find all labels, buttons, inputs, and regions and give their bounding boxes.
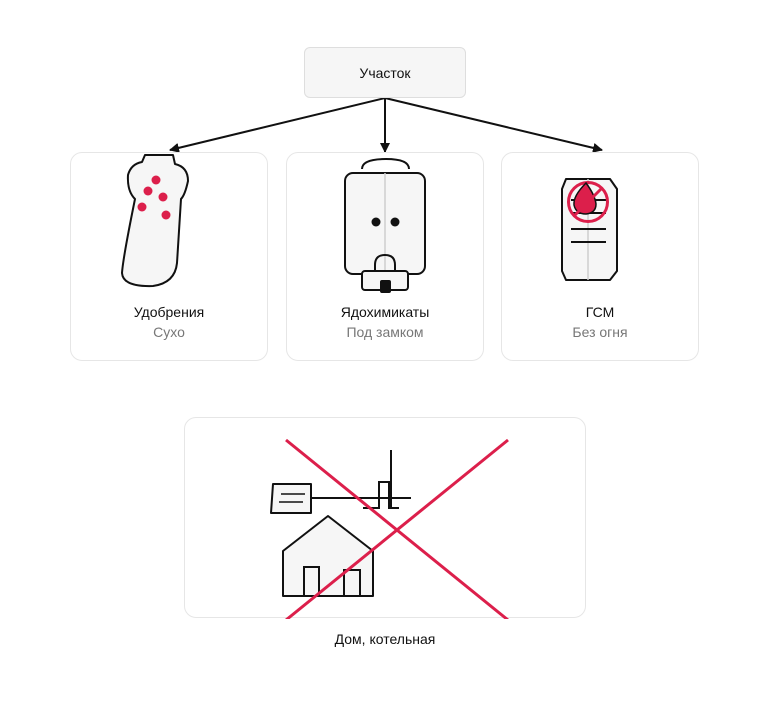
card-title: ГСМ [585,304,615,320]
card-subtitle: Под замком [346,324,424,340]
fertilizer-bag-icon [121,154,189,288]
card-chemicals: Ядохимикаты Под замком [286,152,484,361]
arrow-to-fertilizer [169,97,386,153]
card-subtitle: Без огня [572,324,628,340]
forbidden-panel [184,417,586,619]
card-fuel: ГСМ Без огня [501,152,699,361]
locked-cabinet-icon [344,157,426,293]
root-node: Участок [304,47,466,98]
forbidden-caption: Дом, котельная [334,631,436,647]
house-boiler-crossed-icon [270,438,509,619]
fuel-canister-no-fire-icon [561,178,618,281]
card-title: Удобрения [133,304,205,320]
card-title: Ядохимикаты [340,304,430,320]
root-label: Участок [359,64,411,81]
card-fertilizer: Удобрения Сухо [70,152,268,361]
card-subtitle: Сухо [153,324,185,340]
arrow-to-fuel [384,97,603,153]
